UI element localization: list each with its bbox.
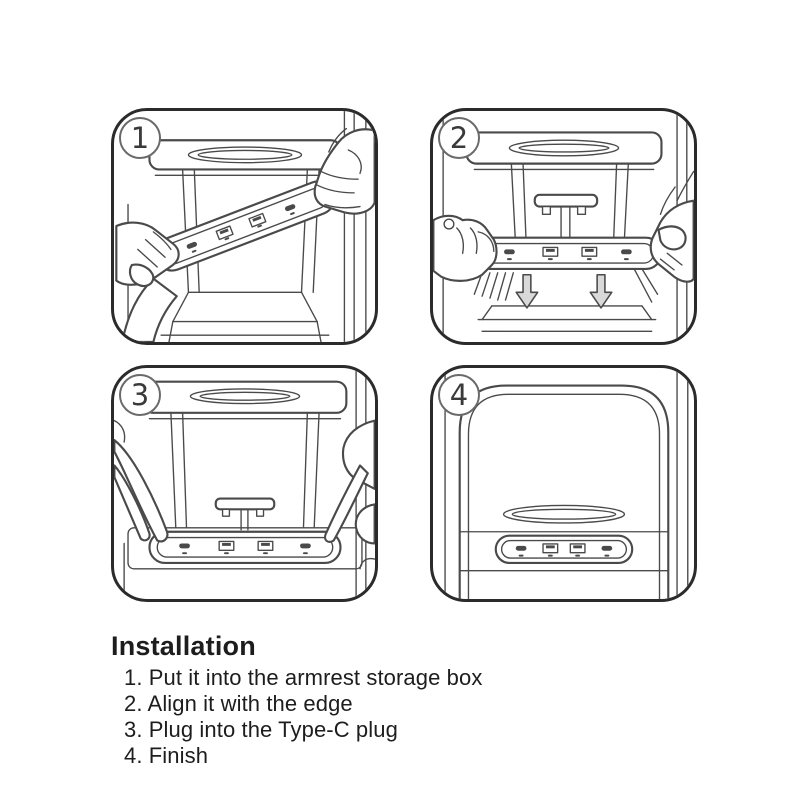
usb-c-port-icon — [621, 249, 632, 261]
type-c-plug-icon — [214, 497, 276, 531]
instruction-step-3: 3. Plug into the Type-C plug — [124, 717, 398, 742]
usb-hub-icon — [494, 534, 634, 565]
instruction-step-2: 2. Align it with the edge — [124, 691, 353, 716]
usb-a-port-icon — [569, 543, 586, 557]
left-hand-icon — [115, 221, 180, 342]
usb-hub-icon — [148, 530, 342, 565]
left-hand-icon — [114, 419, 169, 543]
usb-c-port-icon — [300, 543, 311, 555]
step-panel-2: 2 — [430, 108, 697, 345]
usb-c-port-icon — [504, 249, 515, 261]
usb-c-port-icon — [186, 241, 198, 253]
step-2-illustration — [433, 111, 694, 342]
usb-a-port-icon — [542, 543, 559, 557]
down-arrow-icon — [515, 273, 539, 309]
usb-a-port-icon — [218, 540, 235, 555]
instruction-step-4: 4. Finish — [124, 743, 209, 768]
step-3-illustration — [114, 368, 375, 599]
right-hand-icon — [323, 419, 375, 570]
right-hand-icon — [313, 127, 375, 215]
usb-a-port-icon — [215, 225, 234, 241]
step-number-badge: 3 — [119, 374, 161, 416]
step-4-illustration — [444, 368, 689, 599]
step-panel-4: 4 — [430, 365, 697, 602]
usb-c-port-icon — [284, 204, 296, 216]
usb-a-port-icon — [581, 246, 598, 261]
usb-a-port-icon — [248, 212, 267, 228]
step-1-illustration — [115, 111, 375, 342]
armrest-box-icon — [123, 368, 367, 599]
usb-hub-icon — [473, 236, 663, 270]
usb-a-port-icon — [542, 246, 559, 261]
type-c-plug-icon — [533, 193, 599, 240]
instruction-step-1: 1. Put it into the armrest storage box — [124, 665, 483, 690]
instructions-block: Installation 1. Put it into the armrest … — [111, 630, 671, 769]
step-panel-3: 3 — [111, 365, 378, 602]
usb-c-port-icon — [601, 545, 613, 557]
usb-hub-icon — [154, 180, 336, 272]
down-arrow-icon — [589, 273, 613, 309]
right-hand-icon — [649, 170, 694, 283]
usb-c-port-icon — [515, 545, 527, 557]
left-hand-icon — [433, 214, 498, 282]
usb-c-port-icon — [179, 543, 190, 555]
step-number-badge: 1 — [119, 117, 161, 159]
armrest-closed-icon — [444, 368, 689, 599]
usb-a-port-icon — [257, 540, 274, 555]
instruction-steps: 1. Put it into the armrest storage box 2… — [111, 665, 671, 769]
step-number-badge: 4 — [438, 374, 480, 416]
step-panel-1: 1 — [111, 108, 378, 345]
installation-heading: Installation — [111, 631, 256, 661]
step-number-badge: 2 — [438, 117, 480, 159]
